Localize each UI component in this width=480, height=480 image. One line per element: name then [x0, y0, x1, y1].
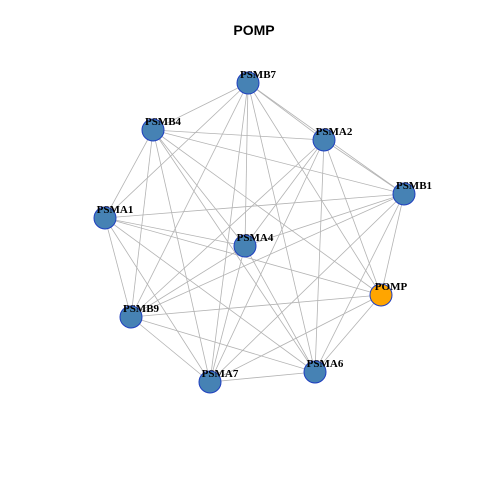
edge-psmb4-psma7 — [152, 129, 211, 383]
edge-psma4-psma6 — [244, 245, 316, 373]
node-psma4: PSMA4 — [233, 232, 274, 258]
node-circle — [236, 71, 260, 95]
edge-psmb1-psma4 — [244, 193, 405, 247]
node-psmb7: PSMB7 — [236, 69, 277, 95]
edge-psma2-psma6 — [314, 139, 325, 373]
edge-psma2-psmb9 — [130, 139, 325, 318]
edge-layer — [104, 82, 405, 383]
edge-psma1-psma6 — [104, 217, 316, 373]
edge-psmb4-psma2 — [152, 129, 325, 141]
edge-psmb1-psma6 — [314, 193, 405, 373]
edge-psmb4-psma6 — [152, 129, 316, 373]
node-label: PSMA7 — [202, 368, 239, 380]
edge-psmb7-psma1 — [104, 82, 249, 219]
edge-psmb4-pomp — [152, 129, 382, 296]
edge-pomp-psmb9 — [130, 294, 382, 318]
node-circle — [312, 128, 336, 152]
edge-psma4-psma7 — [209, 245, 246, 383]
edge-psma1-psma4 — [104, 217, 246, 247]
edge-psmb7-psma6 — [247, 82, 316, 373]
node-label: PSMB9 — [123, 303, 160, 315]
node-psma6: PSMA6 — [303, 358, 344, 384]
node-label: PSMB4 — [145, 116, 182, 128]
node-psmb9: PSMB9 — [119, 303, 160, 329]
node-circle — [303, 360, 327, 384]
node-circle — [93, 206, 117, 230]
edge-psmb4-psma1 — [104, 129, 154, 219]
node-psmb1: PSMB1 — [392, 180, 432, 206]
node-circle — [119, 305, 143, 329]
node-label: PSMB7 — [240, 69, 277, 81]
node-label: PSMA4 — [237, 232, 274, 244]
edge-psmb7-psma4 — [244, 82, 249, 247]
edge-psmb7-psma7 — [209, 82, 249, 383]
edge-psma2-psma7 — [209, 139, 325, 383]
edge-psmb1-pomp — [380, 193, 405, 296]
node-circle — [392, 182, 416, 206]
node-label: POMP — [375, 281, 408, 293]
edge-psma2-psma4 — [244, 139, 325, 247]
edge-psma1-psmb9 — [104, 217, 132, 318]
diagram-title: POMP — [233, 22, 274, 38]
edge-psma2-psmb1 — [323, 139, 405, 195]
edge-psmb7-psmb4 — [152, 82, 249, 131]
edge-pomp-psma7 — [209, 294, 382, 383]
edge-psmb7-pomp — [247, 82, 382, 296]
edge-psmb9-psma6 — [130, 316, 316, 373]
edge-psmb4-psmb9 — [130, 129, 154, 318]
node-pomp: POMP — [369, 281, 408, 307]
edge-psmb1-psma1 — [104, 193, 405, 219]
edge-psmb4-psma4 — [152, 129, 246, 247]
node-label: PSMA6 — [307, 358, 344, 370]
node-label: PSMB1 — [396, 180, 432, 192]
node-circle — [141, 118, 165, 142]
node-psma1: PSMA1 — [93, 204, 134, 230]
node-circle — [369, 283, 393, 307]
node-label: PSMA2 — [316, 126, 353, 138]
node-psma7: PSMA7 — [198, 368, 239, 394]
node-circle — [198, 370, 222, 394]
edge-psma6-psma7 — [209, 371, 316, 383]
edge-psmb9-psma7 — [130, 316, 211, 383]
edge-psma4-psmb9 — [130, 245, 246, 318]
edge-pomp-psma6 — [314, 294, 382, 373]
node-label: PSMA1 — [97, 204, 134, 216]
edge-psmb1-psmb9 — [130, 193, 405, 318]
node-psmb4: PSMB4 — [141, 116, 182, 142]
node-circle — [233, 234, 257, 258]
edge-psmb7-psmb9 — [130, 82, 249, 318]
edge-psma1-psma7 — [104, 217, 211, 383]
edge-psmb4-psmb1 — [152, 129, 405, 195]
node-psma2: PSMA2 — [312, 126, 353, 152]
